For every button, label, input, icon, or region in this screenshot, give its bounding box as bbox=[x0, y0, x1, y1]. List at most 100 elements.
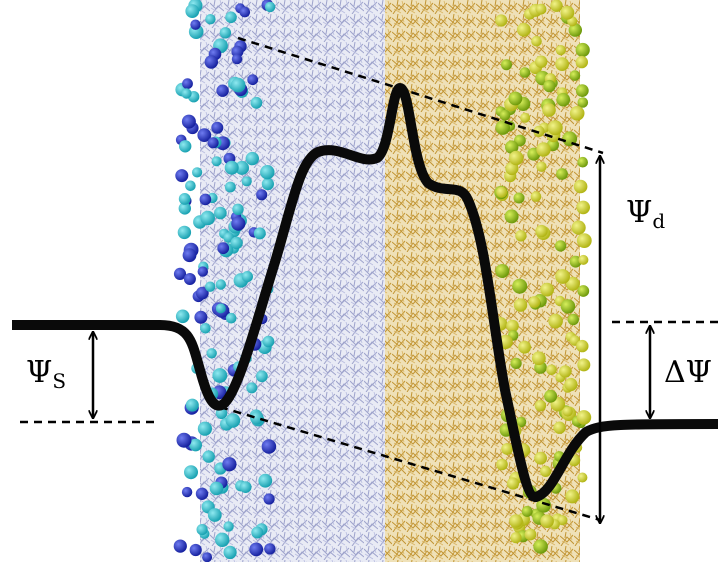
headgroup-bead bbox=[185, 180, 196, 192]
headgroup-bead bbox=[519, 67, 531, 78]
headgroup-bead bbox=[568, 23, 582, 37]
headgroup-bead bbox=[577, 156, 588, 168]
headgroup-bead bbox=[235, 160, 249, 175]
headgroup-bead bbox=[179, 140, 192, 153]
headgroup-bead bbox=[569, 106, 585, 121]
headgroup-bead bbox=[173, 539, 187, 553]
psi-s-subscript: S bbox=[52, 369, 66, 393]
headgroup-bead bbox=[241, 271, 253, 283]
electrostatic-potential-curve bbox=[12, 83, 718, 502]
headgroup-bead bbox=[576, 339, 589, 353]
headgroup-bead bbox=[253, 227, 266, 240]
headgroup-bead bbox=[189, 438, 203, 452]
headgroup-bead bbox=[264, 543, 276, 555]
headgroup-bead bbox=[199, 193, 212, 206]
headgroup-bead bbox=[531, 35, 542, 47]
headgroup-bead bbox=[249, 542, 264, 557]
headgroup-bead bbox=[560, 5, 575, 20]
label-delta-psi: ΔΨ bbox=[664, 355, 712, 390]
headgroup-bead bbox=[195, 286, 209, 300]
headgroup-bead bbox=[576, 200, 590, 215]
headgroup-bead bbox=[173, 267, 187, 280]
headgroup-bead bbox=[206, 348, 217, 359]
headgroup-bead bbox=[181, 486, 193, 498]
headgroup-bead bbox=[261, 439, 277, 454]
headgroup-bead bbox=[205, 281, 216, 292]
headgroup-bead bbox=[534, 400, 547, 412]
headgroup-bead bbox=[231, 216, 246, 231]
membrane-render bbox=[173, 0, 592, 562]
headgroup-bead bbox=[185, 398, 199, 412]
headgroup-bead bbox=[495, 14, 508, 27]
headgroup-bead bbox=[553, 421, 566, 434]
headgroup-bead bbox=[508, 91, 523, 106]
headgroup-bead bbox=[207, 137, 219, 149]
headgroup-bead bbox=[577, 285, 590, 297]
headgroup-bead bbox=[183, 273, 196, 285]
headgroup-bead bbox=[547, 120, 563, 136]
headgroup-bead bbox=[536, 497, 551, 513]
headgroup-bead bbox=[202, 552, 213, 562]
headgroup-bead bbox=[230, 236, 243, 250]
headgroup-bead bbox=[546, 364, 557, 376]
headgroup-bead bbox=[231, 53, 243, 65]
headgroup-bead bbox=[178, 193, 191, 205]
headgroup-bead bbox=[528, 296, 541, 308]
headgroup-bead bbox=[239, 6, 251, 18]
headgroup-bead bbox=[540, 465, 552, 477]
headgroup-bead bbox=[245, 151, 259, 166]
headgroup-bead bbox=[536, 161, 547, 172]
headgroup-bead bbox=[215, 303, 226, 314]
headgroup-bead bbox=[554, 240, 567, 252]
headgroup-bead bbox=[225, 11, 237, 24]
headgroup-bead bbox=[518, 340, 531, 354]
headgroup-bead bbox=[578, 254, 589, 265]
headgroup-bead bbox=[202, 450, 215, 463]
headgroup-bead bbox=[576, 410, 592, 425]
headgroup-bead bbox=[516, 22, 531, 37]
headgroup-bead bbox=[535, 3, 547, 15]
headgroup-bead bbox=[264, 1, 276, 13]
headgroup-bead bbox=[260, 165, 275, 180]
headgroup-bead bbox=[190, 19, 201, 30]
arrows bbox=[93, 156, 650, 523]
headgroup-bead bbox=[555, 269, 570, 284]
headgroup-bead bbox=[521, 505, 533, 517]
headgroup-bead bbox=[496, 186, 508, 198]
headgroup-bead bbox=[178, 202, 191, 215]
headgroup-bead bbox=[215, 532, 230, 547]
psi-d-symbol: Ψ bbox=[626, 195, 652, 230]
headgroup-bead bbox=[506, 319, 519, 333]
headgroup-bead bbox=[232, 203, 244, 215]
headgroup-bead bbox=[540, 514, 554, 528]
headgroup-bead bbox=[211, 156, 222, 167]
headgroup-bead bbox=[555, 57, 569, 71]
headgroup-bead bbox=[564, 377, 578, 392]
headgroup-bead bbox=[185, 4, 200, 18]
headgroup-bead bbox=[204, 55, 218, 69]
headgroup-bead bbox=[575, 84, 589, 97]
headgroup-bead bbox=[577, 97, 589, 108]
headgroup-bead bbox=[535, 55, 548, 68]
svg-text:ΨS: ΨS bbox=[26, 355, 66, 393]
headgroup-bead bbox=[223, 521, 234, 532]
headgroup-bead bbox=[544, 389, 558, 403]
headgroup-bead bbox=[524, 528, 537, 541]
headgroup-bead bbox=[542, 103, 556, 117]
headgroup-bead bbox=[510, 357, 522, 369]
headgroup-bead bbox=[512, 278, 528, 294]
headgroup-bead bbox=[224, 181, 236, 193]
headgroup-bead bbox=[571, 220, 586, 235]
psi-s-symbol: Ψ bbox=[26, 355, 52, 390]
headgroup-bead bbox=[219, 27, 232, 39]
headgroup-bead bbox=[197, 266, 208, 277]
headgroup-bead bbox=[535, 224, 548, 238]
headgroup-bead bbox=[569, 70, 581, 81]
headgroup-bead bbox=[207, 508, 222, 522]
headgroup-bead bbox=[501, 443, 513, 455]
headgroup-bead bbox=[256, 189, 268, 201]
headgroup-bead bbox=[567, 313, 579, 326]
headgroup-bead bbox=[543, 79, 556, 93]
headgroup-bead bbox=[225, 413, 241, 428]
